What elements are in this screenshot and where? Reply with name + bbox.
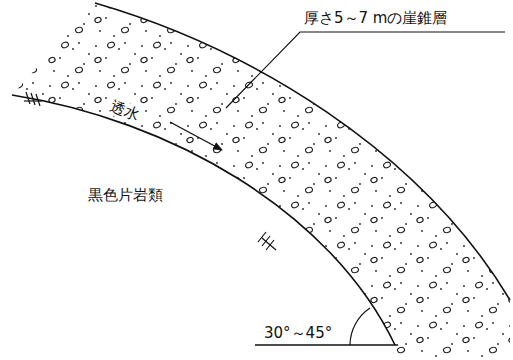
horizontal-line	[255, 344, 398, 345]
rock-hatch	[24, 92, 276, 250]
leader-line	[226, 32, 505, 108]
seepage-arrow	[170, 122, 222, 150]
angle-arc	[350, 308, 370, 345]
upper-boundary	[95, 3, 510, 300]
lower-boundary	[12, 95, 395, 345]
rock-label: 黒色片岩類	[88, 186, 163, 204]
layer-label: 厚さ5～7 mの崖錐層	[304, 9, 447, 27]
angle-label: 30°～45°	[262, 324, 334, 342]
talus-layer	[12, 3, 510, 360]
